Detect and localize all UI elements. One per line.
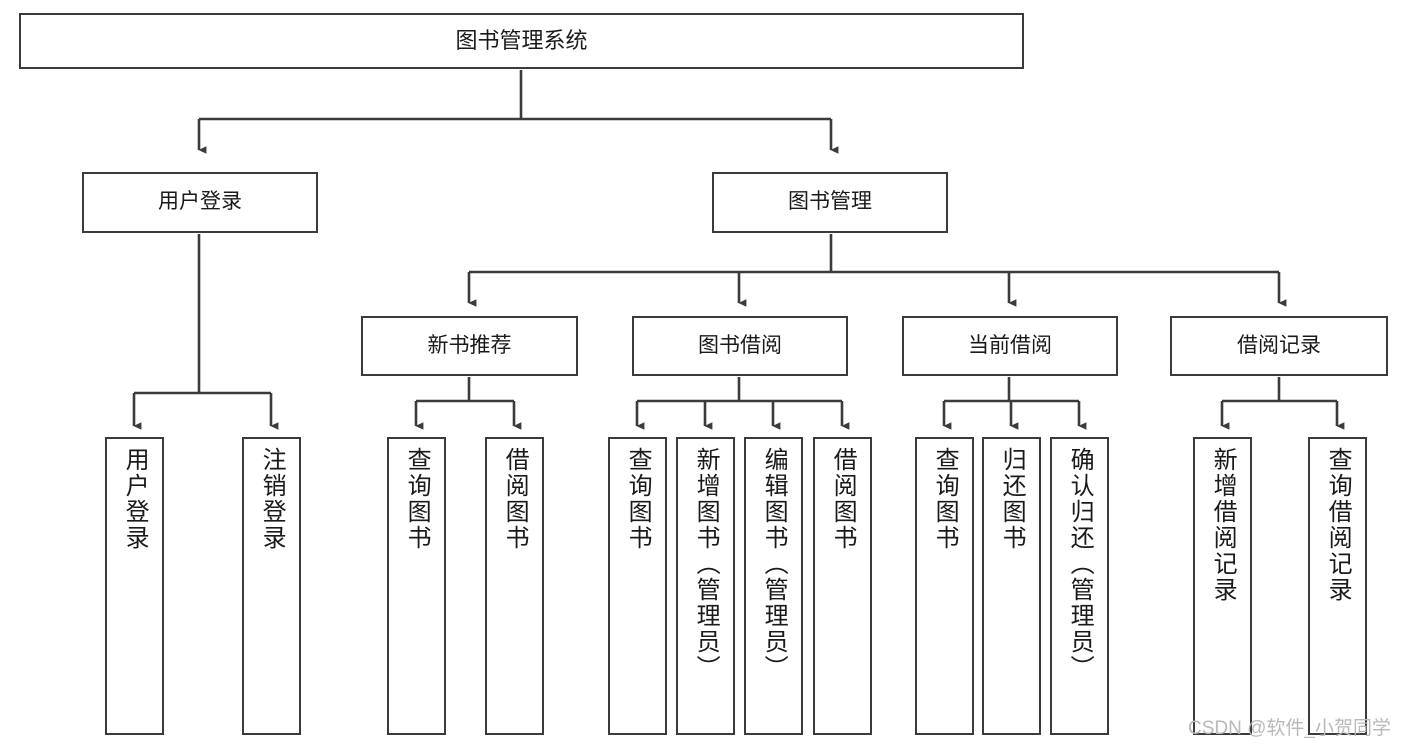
node-leaf-cb-return[interactable]: 归还图书 (982, 437, 1041, 735)
node-book-borrow[interactable]: 图书借阅 (632, 316, 848, 376)
node-leaf-user-logout[interactable]: 注销登录 (242, 437, 301, 735)
node-leaf-cb-confirm[interactable]: 确认归还（管理员） (1050, 437, 1109, 735)
node-leaf-user-logout-label: 注销登录 (258, 447, 286, 551)
node-leaf-bb-add[interactable]: 新增图书（管理员） (676, 437, 735, 735)
node-leaf-br-query[interactable]: 查询借阅记录 (1308, 437, 1367, 735)
node-leaf-nbr-borrow-label: 借阅图书 (501, 447, 529, 551)
node-leaf-cb-return-label: 归还图书 (998, 447, 1026, 551)
node-root-label: 图书管理系统 (455, 28, 588, 54)
node-leaf-bb-edit-label: 编辑图书（管理员） (760, 447, 788, 681)
node-borrow-record[interactable]: 借阅记录 (1170, 316, 1388, 376)
node-leaf-bb-query-label: 查询图书 (624, 447, 652, 551)
node-root[interactable]: 图书管理系统 (19, 13, 1024, 69)
node-book-manage[interactable]: 图书管理 (712, 172, 948, 233)
node-book-borrow-label: 图书借阅 (698, 333, 782, 357)
node-user-login[interactable]: 用户登录 (82, 172, 318, 233)
node-leaf-nbr-query[interactable]: 查询图书 (387, 437, 446, 735)
node-leaf-cb-query-label: 查询图书 (931, 447, 959, 551)
node-leaf-br-add[interactable]: 新增借阅记录 (1193, 437, 1252, 735)
node-user-login-label: 用户登录 (158, 190, 242, 214)
node-leaf-cb-query[interactable]: 查询图书 (915, 437, 974, 735)
node-current-borrow[interactable]: 当前借阅 (902, 316, 1118, 376)
node-new-book-rec-label: 新书推荐 (427, 333, 512, 357)
node-new-book-rec[interactable]: 新书推荐 (361, 316, 578, 376)
node-leaf-user-login[interactable]: 用户登录 (105, 437, 164, 735)
node-leaf-bb-add-label: 新增图书（管理员） (692, 447, 720, 681)
node-leaf-br-query-label: 查询借阅记录 (1324, 447, 1352, 603)
node-borrow-record-label: 借阅记录 (1237, 333, 1321, 357)
node-leaf-bb-edit[interactable]: 编辑图书（管理员） (744, 437, 803, 735)
node-leaf-bb-borrow-label: 借阅图书 (829, 447, 857, 551)
node-current-borrow-label: 当前借阅 (968, 333, 1052, 357)
node-leaf-nbr-query-label: 查询图书 (403, 447, 431, 551)
node-book-manage-label: 图书管理 (788, 190, 872, 214)
node-leaf-nbr-borrow[interactable]: 借阅图书 (485, 437, 544, 735)
node-leaf-cb-confirm-label: 确认归还（管理员） (1066, 447, 1094, 681)
node-leaf-user-login-label: 用户登录 (121, 447, 149, 551)
node-leaf-br-add-label: 新增借阅记录 (1209, 447, 1237, 603)
csdn-watermark: CSDN @软件_小贺同学 (1188, 718, 1391, 739)
node-leaf-bb-borrow[interactable]: 借阅图书 (813, 437, 872, 735)
node-leaf-bb-query[interactable]: 查询图书 (608, 437, 667, 735)
